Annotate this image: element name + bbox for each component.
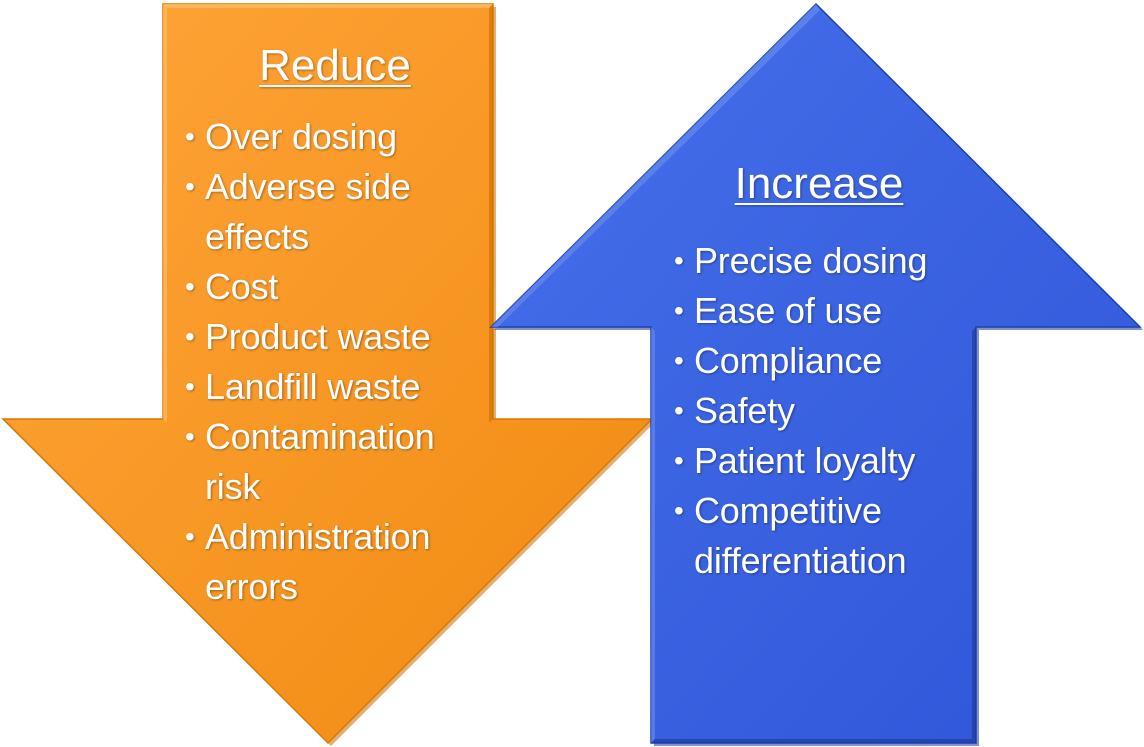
reduce-panel: Reduce Over dosing Adverse side effects … bbox=[185, 41, 485, 612]
list-item: Administration errors bbox=[185, 512, 485, 612]
list-item: Landfill waste bbox=[185, 362, 485, 412]
list-item: Over dosing bbox=[185, 112, 485, 162]
increase-list: Precise dosing Ease of use Compliance Sa… bbox=[674, 236, 964, 586]
increase-panel: Increase Precise dosing Ease of use Comp… bbox=[674, 159, 964, 586]
list-item: Precise dosing bbox=[674, 236, 964, 286]
increase-title: Increase bbox=[734, 159, 904, 208]
list-item: Competitive differentiation bbox=[674, 486, 964, 586]
list-item: Ease of use bbox=[674, 286, 964, 336]
list-item: Safety bbox=[674, 386, 964, 436]
list-item: Contamination risk bbox=[185, 412, 485, 512]
list-item: Product waste bbox=[185, 312, 485, 362]
list-item: Adverse side effects bbox=[185, 162, 485, 262]
list-item: Cost bbox=[185, 262, 485, 312]
list-item: Patient loyalty bbox=[674, 436, 964, 486]
reduce-title: Reduce bbox=[259, 41, 411, 90]
list-item: Compliance bbox=[674, 336, 964, 386]
reduce-list: Over dosing Adverse side effects Cost Pr… bbox=[185, 112, 485, 612]
